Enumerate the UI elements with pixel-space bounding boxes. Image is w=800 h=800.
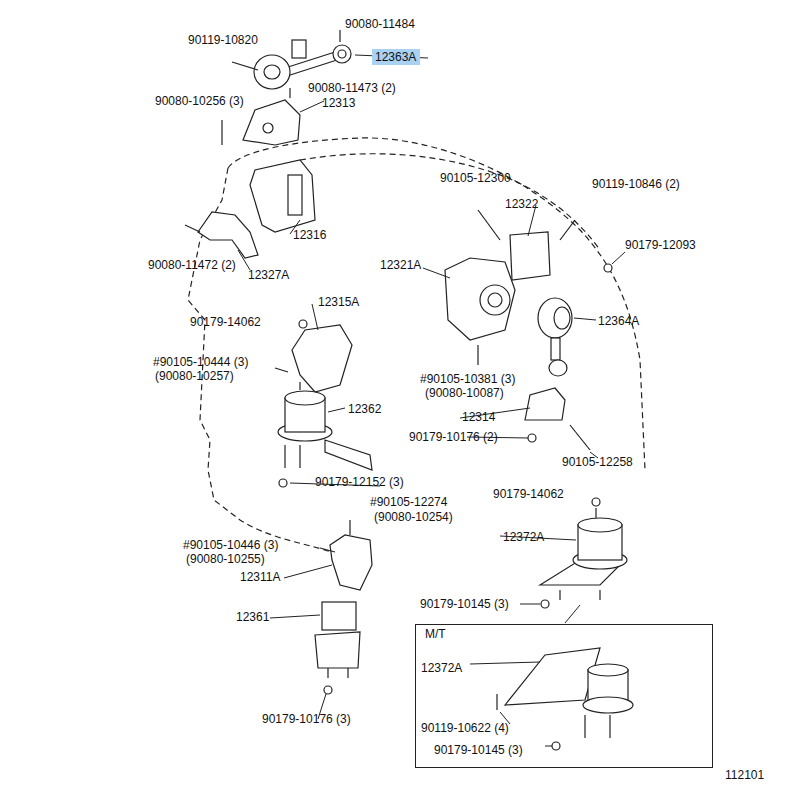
part-number: 12372A xyxy=(503,530,544,544)
part-number: 12313 xyxy=(322,96,355,110)
part-number: 90179-14062 xyxy=(493,487,564,501)
part-number: 90179-10176 (2) xyxy=(409,430,498,444)
part-number: 90179-12093 xyxy=(625,238,696,252)
part-number: 90119-10846 (2) xyxy=(592,177,680,191)
part-number: 12322 xyxy=(505,197,538,211)
part-number: (90080-10257) xyxy=(155,369,234,383)
part-number: 12311A xyxy=(240,570,280,584)
part-number: 12361 xyxy=(236,610,269,624)
part-number: 12363A xyxy=(375,50,416,64)
part-number: 90105-12300 xyxy=(440,171,511,185)
inset-heading: M/T xyxy=(425,627,446,641)
part-number: 90119-10622 (4) xyxy=(421,721,509,735)
part-number: 12315A xyxy=(318,295,359,309)
part-number: 90179-10176 (3) xyxy=(262,712,351,726)
part-number: #90105-10381 (3) xyxy=(420,372,515,386)
part-number: 12314 xyxy=(462,410,495,424)
part-number: 90105-12258 xyxy=(562,455,633,469)
part-number: 12316 xyxy=(293,228,326,242)
part-number: (90080-10087) xyxy=(425,386,504,400)
part-number: 12327A xyxy=(248,268,289,282)
part-number: 90179-14062 xyxy=(190,315,261,329)
part-number: 90080-11484 xyxy=(345,17,415,31)
part-number: 90179-12152 (3) xyxy=(315,475,404,489)
part-number: 12362 xyxy=(348,402,381,416)
part-number: 90119-10820 xyxy=(188,33,258,47)
part-number: 90080-10256 (3) xyxy=(155,94,244,108)
part-number: 90179-10145 (3) xyxy=(434,743,523,757)
part-number: 12321A xyxy=(380,258,421,272)
variant-inset-box: M/T 12372A 90119-10622 (4) 90179-10145 (3) xyxy=(415,624,713,768)
part-number: 112101 xyxy=(725,768,764,782)
part-number: (90080-10255) xyxy=(186,552,265,566)
part-number: #90105-10444 (3) xyxy=(153,355,248,369)
part-number: (90080-10254) xyxy=(374,510,453,524)
part-number: 12372A xyxy=(421,661,462,675)
part-number: #90105-10446 (3) xyxy=(183,538,278,552)
part-number: 90080-11472 (2) xyxy=(148,258,236,272)
part-number: 90179-10145 (3) xyxy=(420,597,509,611)
highlighted-part-number: 12363A xyxy=(372,49,420,65)
part-number: 12364A xyxy=(598,314,639,328)
part-number: #90105-12274 xyxy=(370,495,447,509)
part-number: 90080-11473 (2) xyxy=(308,81,396,95)
